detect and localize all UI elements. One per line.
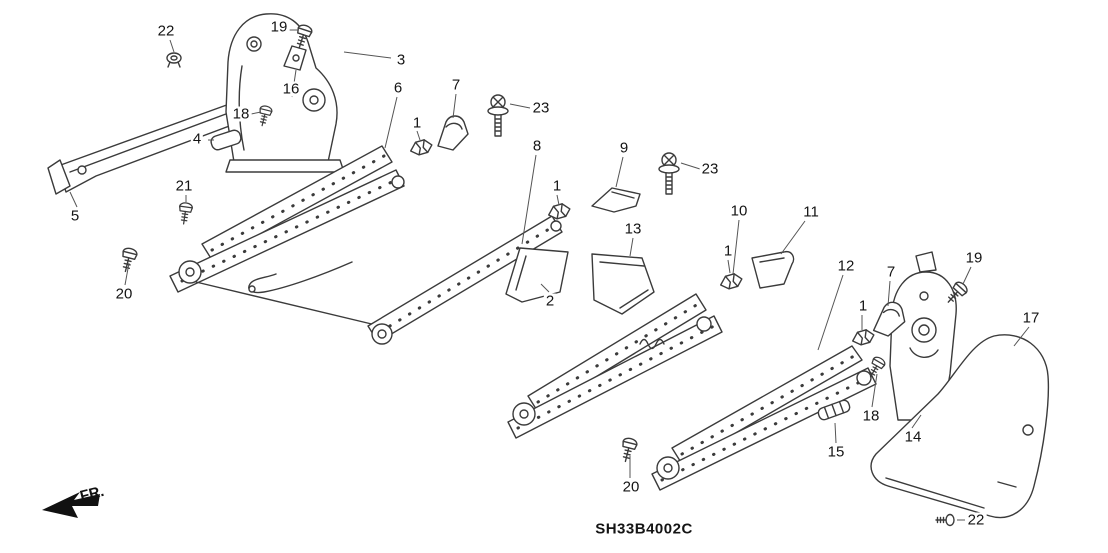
callout-13: 13 (622, 220, 644, 238)
callout-19: 19 (268, 18, 290, 36)
callout-18: 18 (230, 105, 252, 123)
callout-7: 7 (449, 76, 463, 94)
part-2-riser-bracket (505, 247, 569, 303)
part-10-slide-rail-inner (507, 293, 723, 439)
callout-22: 22 (155, 22, 177, 40)
callout-20: 20 (620, 478, 642, 496)
callout-19: 19 (963, 249, 985, 267)
callout-11: 11 (801, 203, 821, 221)
part-11-stopper-bracket (751, 250, 795, 289)
callout-1: 1 (721, 242, 735, 260)
part-6-slide-adjuster-left (169, 145, 405, 330)
callout-1: 1 (550, 177, 564, 195)
callout-12: 12 (835, 257, 857, 275)
part-14-recliner-plate (889, 251, 957, 421)
part-4-adjust-knob (210, 129, 242, 151)
callout-21: 21 (173, 177, 195, 195)
part-15-slide-knob (817, 399, 851, 421)
callout-16: 16 (280, 80, 302, 98)
part-9-end-cover (591, 187, 641, 213)
callout-1: 1 (410, 114, 424, 132)
callout-20: 20 (113, 285, 135, 303)
callout-17: 17 (1020, 309, 1042, 327)
part-8-center-rail (367, 215, 563, 345)
callout-23: 23 (699, 160, 721, 178)
callout-10: 10 (728, 202, 750, 220)
callout-3: 3 (394, 51, 408, 69)
callout-14: 14 (902, 428, 924, 446)
callout-4: 4 (190, 130, 204, 148)
callout-2: 2 (543, 292, 557, 310)
fr-direction-arrow-icon (42, 492, 100, 518)
callout-18: 18 (860, 407, 882, 425)
part-13-riser-bracket (591, 253, 655, 315)
callout-6: 6 (391, 79, 405, 97)
part-17-outer-cover (870, 334, 1050, 519)
callout-1: 1 (856, 297, 870, 315)
callout-7: 7 (884, 263, 898, 281)
callout-8: 8 (530, 137, 544, 155)
part-12-slide-rail-outer (651, 345, 877, 491)
callout-5: 5 (68, 207, 82, 225)
part-5-seat-side-frame (47, 97, 257, 195)
callout-22: 22 (965, 511, 987, 529)
diagram-code: SH33B4002C (595, 520, 693, 538)
part-16-recliner-lever (283, 45, 307, 71)
callout-15: 15 (825, 443, 847, 461)
callout-9: 9 (617, 139, 631, 157)
callout-23: 23 (530, 99, 552, 117)
